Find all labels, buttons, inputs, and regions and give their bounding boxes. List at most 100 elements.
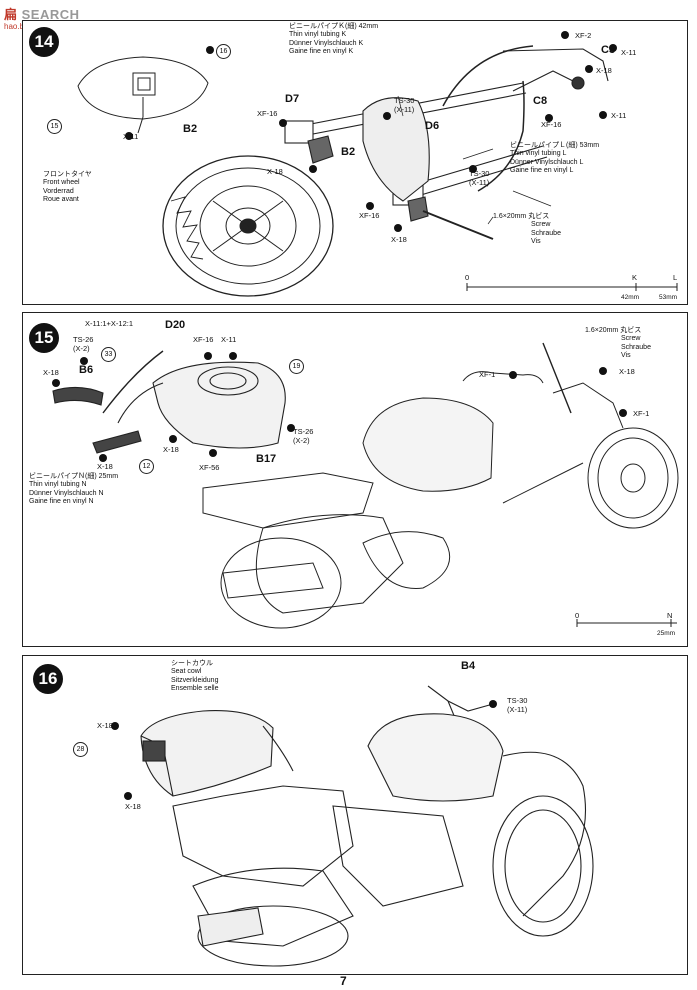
paint-xf16-c8: XF-16 — [541, 120, 562, 129]
part-b17: B17 — [256, 453, 277, 465]
paint-ts26-a: TS-26 (X-2) — [73, 335, 93, 353]
screw-fr: Vis — [621, 352, 631, 360]
watermark-en: SEARCH — [21, 7, 80, 22]
step-15-illustration — [52, 342, 679, 629]
scale-k: K — [632, 273, 638, 282]
paint-xf1-b: XF-1 — [633, 409, 650, 418]
tube-k-label: ビニールパイプＫ(細) 42mm Thin vinyl tubing K Dün… — [289, 23, 378, 57]
tube-k-fr: Gaine fine en vinyl K — [289, 48, 354, 56]
tube-n-jp: ビニールパイプＮ(細) 25mm — [29, 473, 119, 480]
scale-n: N — [667, 611, 673, 620]
paint-ts30-a-sub: (X-11) — [394, 105, 415, 114]
screw-en: Screw — [531, 221, 551, 229]
scale-k-length: 42mm — [621, 294, 640, 301]
part-b4: B4 — [461, 660, 476, 672]
step-15-panel: 15 — [22, 312, 688, 647]
seat-cowl-en: Seat cowl — [171, 668, 202, 676]
part-c3: C3 — [601, 44, 616, 56]
paint-x11: X-11 — [123, 132, 139, 141]
tube-n-label: ビニールパイプＮ(細) 25mm Thin vinyl tubing N Dün… — [29, 473, 118, 507]
tube-n-en: Thin vinyl tubing N — [29, 481, 87, 489]
paint-ts30-b-sub: (X-11) — [469, 178, 490, 187]
tube-n-fr: Gaine fine en vinyl N — [29, 498, 94, 506]
paint-ts30-a-main: TS-30 — [394, 96, 415, 105]
paint-ts30-b: TS-30 (X-11) — [469, 169, 489, 187]
paint-xf2: XF-2 — [575, 31, 592, 40]
paint-ts26-b-sub: (X-2) — [293, 436, 310, 445]
screw-fr: Vis — [531, 238, 541, 246]
callout-16: 16 — [216, 44, 231, 59]
seat-cowl-jp: シートカウル — [171, 660, 213, 667]
seat-cowl-fr: Ensemble selle — [171, 685, 219, 693]
screw-de: Schraube — [531, 229, 561, 237]
ratio-label: X-11:1+X-12:1 — [85, 319, 134, 328]
seat-cowl-label: シートカウル Seat cowl Sitzverkleidung Ensembl… — [171, 660, 218, 694]
screw-jp: 1.6×20mm 丸ビス — [585, 327, 642, 334]
callout-28: 28 — [73, 742, 88, 757]
scale-n-length: 25mm — [657, 630, 676, 637]
step-number: 14 — [29, 27, 59, 57]
paint-x18-b: X-18 — [97, 462, 113, 471]
screw-jp: 1.6×20mm 丸ビス — [493, 213, 550, 220]
scale-l: L — [673, 273, 678, 282]
page-number: 7 — [340, 974, 347, 988]
front-wheel-fr: Roue avant — [43, 196, 79, 204]
part-b6: B6 — [79, 364, 94, 376]
paint-ts26-b-main: TS-26 — [293, 427, 314, 436]
step-number: 15 — [29, 323, 59, 353]
screw-label-14: 1.6×20mm 丸ビス Screw Schraube Vis — [493, 213, 561, 247]
front-wheel-label: フロントタイヤ Front wheel Vorderrad Roue avant — [43, 171, 92, 205]
part-b2-fork: B2 — [341, 146, 356, 158]
tube-l-de: Dünner Vinylschlauch L — [510, 158, 584, 166]
scale-zero: 0 — [575, 611, 580, 620]
screw-en: Screw — [621, 335, 641, 343]
paint-ts30-main: TS-30 — [507, 696, 528, 705]
paint-x11-c3: X-11 — [621, 48, 637, 57]
part-d6: D6 — [425, 120, 440, 132]
screw-de: Schraube — [621, 343, 651, 351]
paint-xf1-a: XF-1 — [479, 370, 496, 379]
step-16-illustration — [111, 685, 594, 967]
step-14-illustration — [77, 31, 678, 297]
paint-x18-a: X-18 — [43, 368, 59, 377]
paint-x18-a: X-18 — [97, 721, 113, 730]
step-number: 16 — [33, 664, 63, 694]
tube-l-en: Thin vinyl tubing L — [510, 150, 567, 158]
tube-k-de: Dünner Vinylschlauch K — [289, 39, 364, 47]
paint-x18-d7: X-18 — [267, 167, 283, 176]
paint-x18-c: X-18 — [163, 445, 179, 454]
paint-xf16: XF-16 — [193, 335, 214, 344]
callout-19: 19 — [289, 359, 304, 374]
paint-x18-b: X-18 — [125, 802, 141, 811]
paint-ts30-sub: (X-11) — [507, 705, 528, 714]
paint-x11: X-11 — [221, 335, 237, 344]
callout-33: 33 — [101, 347, 116, 362]
paint-ts30-a: TS-30 (X-11) — [394, 96, 414, 114]
paint-ts26-b: TS-26 (X-2) — [293, 427, 313, 445]
tube-n-de: Dünner Vinylschlauch N — [29, 489, 104, 497]
watermark: 扁 SEARCH — [4, 4, 80, 23]
watermark-cn: 扁 — [4, 7, 18, 22]
seat-cowl-de: Sitzverkleidung — [171, 676, 219, 684]
tube-l-fr: Gaine fine en vinyl L — [510, 167, 574, 175]
callout-12: 12 — [139, 459, 154, 474]
paint-xf56: XF-56 — [199, 463, 220, 472]
paint-ts30-b-main: TS-30 — [469, 169, 490, 178]
paint-xf16-d6: XF-16 — [359, 211, 380, 220]
part-d20: D20 — [165, 319, 186, 331]
screw-label-15: 1.6×20mm 丸ビス Screw Schraube Vis — [585, 327, 651, 361]
paint-x18-d: X-18 — [619, 367, 635, 376]
paint-x11-right: X-11 — [611, 111, 627, 120]
tube-k-en: Thin vinyl tubing K — [289, 31, 347, 39]
step-16-panel: 16 シートカウル Seat — [22, 655, 688, 975]
tube-l-jp: ビニールパイプＬ(細) 53mm — [510, 142, 600, 149]
part-b2: B2 — [183, 123, 198, 135]
paint-xf16-d7: XF-16 — [257, 109, 278, 118]
part-d7: D7 — [285, 93, 300, 105]
front-wheel-en: Front wheel — [43, 179, 80, 187]
paint-ts26-a-sub: (X-2) — [73, 344, 90, 353]
part-c8: C8 — [533, 95, 548, 107]
paint-ts26-a-main: TS-26 — [73, 335, 94, 344]
paint-x18-d6: X-18 — [391, 235, 407, 244]
callout-15: 15 — [47, 119, 62, 134]
